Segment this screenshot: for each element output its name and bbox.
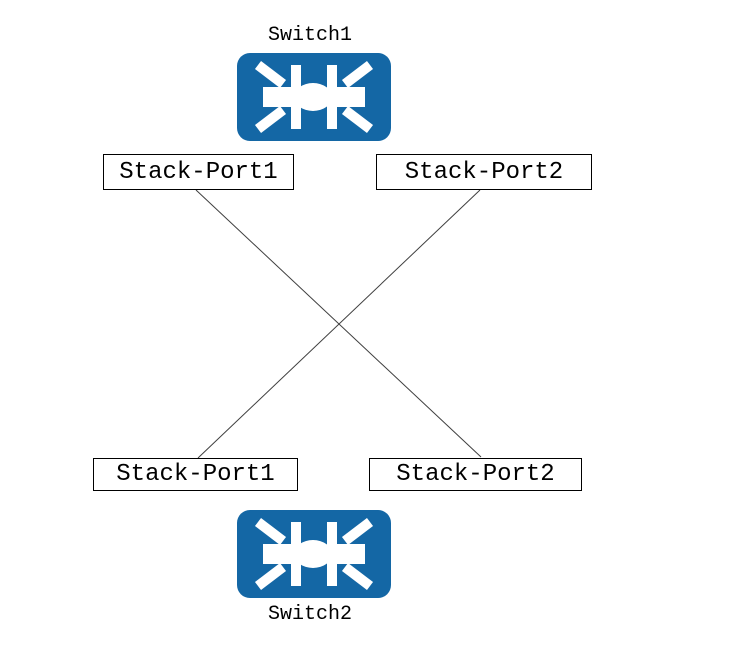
link-sw1port2-sw2port1 [197,189,481,459]
switch2-stack-port2-label: Stack-Port2 [396,461,555,488]
switch1-stack-port2-box: Stack-Port2 [376,154,592,190]
switch2-title: Switch2 [267,603,352,626]
switch1-stack-port1-box: Stack-Port1 [103,154,294,190]
switch1-stack-port1-label: Stack-Port1 [119,158,278,186]
link-sw1port1-sw2port2 [195,189,482,458]
switch1-title: Switch1 [267,24,352,47]
switch2-stack-port1-label: Stack-Port1 [116,461,275,488]
switch1-icon [237,53,391,141]
switch2-stack-port2-box: Stack-Port2 [369,458,582,491]
switch2-stack-port1-box: Stack-Port1 [93,458,298,491]
switch2-icon [237,510,391,598]
switch1-stack-port2-label: Stack-Port2 [404,158,564,186]
